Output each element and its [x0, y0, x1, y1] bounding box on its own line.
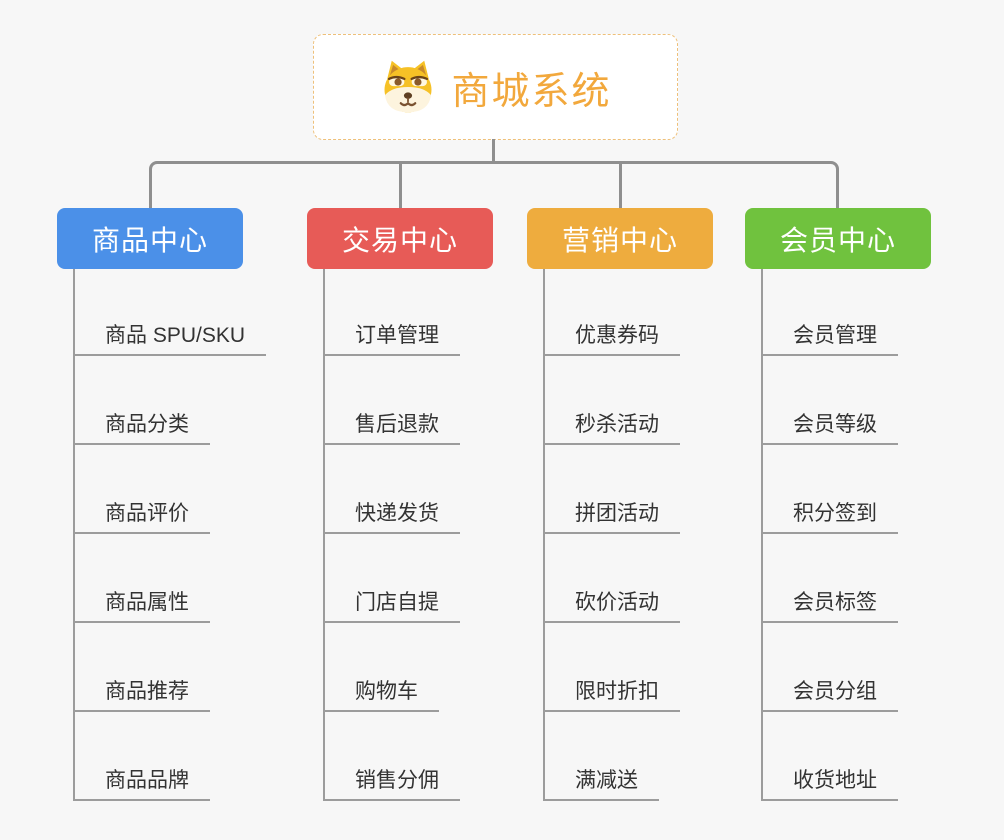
leaf-node[interactable]: 会员分组	[761, 680, 898, 712]
branch-marketing-center: 营销中心 优惠券码 秒杀活动 拼团活动 砍价活动 限时折扣 满减送	[527, 0, 777, 840]
leaf-node[interactable]: 商品推荐	[73, 680, 210, 712]
leaf-node[interactable]: 商品 SPU/SKU	[73, 324, 267, 356]
branch-drop-line-2	[399, 161, 402, 209]
branch-member-center: 会员中心 会员管理 会员等级 积分签到 会员标签 会员分组 收货地址	[745, 0, 995, 840]
branch-drop-line-3	[619, 161, 622, 209]
leaf-node[interactable]: 砍价活动	[543, 591, 680, 623]
leaf-node[interactable]: 秒杀活动	[543, 413, 680, 445]
branch-node-product[interactable]: 商品中心	[57, 208, 243, 269]
leaf-node[interactable]: 门店自提	[323, 591, 460, 623]
leaf-node[interactable]: 商品属性	[73, 591, 210, 623]
leaf-node[interactable]: 收货地址	[761, 769, 898, 801]
leaf-node[interactable]: 购物车	[323, 680, 439, 712]
leaf-node[interactable]: 商品评价	[73, 502, 210, 534]
leaf-node[interactable]: 商品分类	[73, 413, 210, 445]
leaf-node[interactable]: 拼团活动	[543, 502, 680, 534]
branch-trunk-line	[761, 269, 763, 801]
root-title: 商城系统	[451, 70, 612, 113]
root-connector-stub	[492, 139, 495, 163]
branch-node-marketing[interactable]: 营销中心	[527, 208, 713, 269]
branch-trunk-line	[73, 269, 75, 801]
leaf-node[interactable]: 积分签到	[761, 502, 898, 534]
leaf-node[interactable]: 会员标签	[761, 591, 898, 623]
leaf-node[interactable]: 售后退款	[323, 413, 460, 445]
branch-bus-line	[149, 161, 839, 209]
leaf-node[interactable]: 商品品牌	[73, 769, 210, 801]
leaf-node[interactable]: 会员等级	[761, 413, 898, 445]
leaf-node[interactable]: 会员管理	[761, 324, 898, 356]
branch-product-center: 商品中心 商品 SPU/SKU 商品分类 商品评价 商品属性 商品推荐 商品品牌	[57, 0, 307, 840]
leaf-node[interactable]: 满减送	[543, 769, 659, 801]
leaf-node[interactable]: 订单管理	[323, 324, 460, 356]
branch-node-member[interactable]: 会员中心	[745, 208, 931, 269]
leaf-node[interactable]: 优惠券码	[543, 324, 680, 356]
leaf-node[interactable]: 销售分佣	[323, 769, 460, 801]
branch-trade-center: 交易中心 订单管理 售后退款 快递发货 门店自提 购物车 销售分佣	[307, 0, 557, 840]
root-node[interactable]: 商城系统	[313, 34, 678, 140]
leaf-node[interactable]: 快递发货	[323, 502, 460, 534]
shiba-dog-icon	[385, 60, 432, 113]
branch-node-trade[interactable]: 交易中心	[307, 208, 493, 269]
branch-trunk-line	[543, 269, 545, 801]
leaf-node[interactable]: 限时折扣	[543, 680, 680, 712]
branch-trunk-line	[323, 269, 325, 801]
